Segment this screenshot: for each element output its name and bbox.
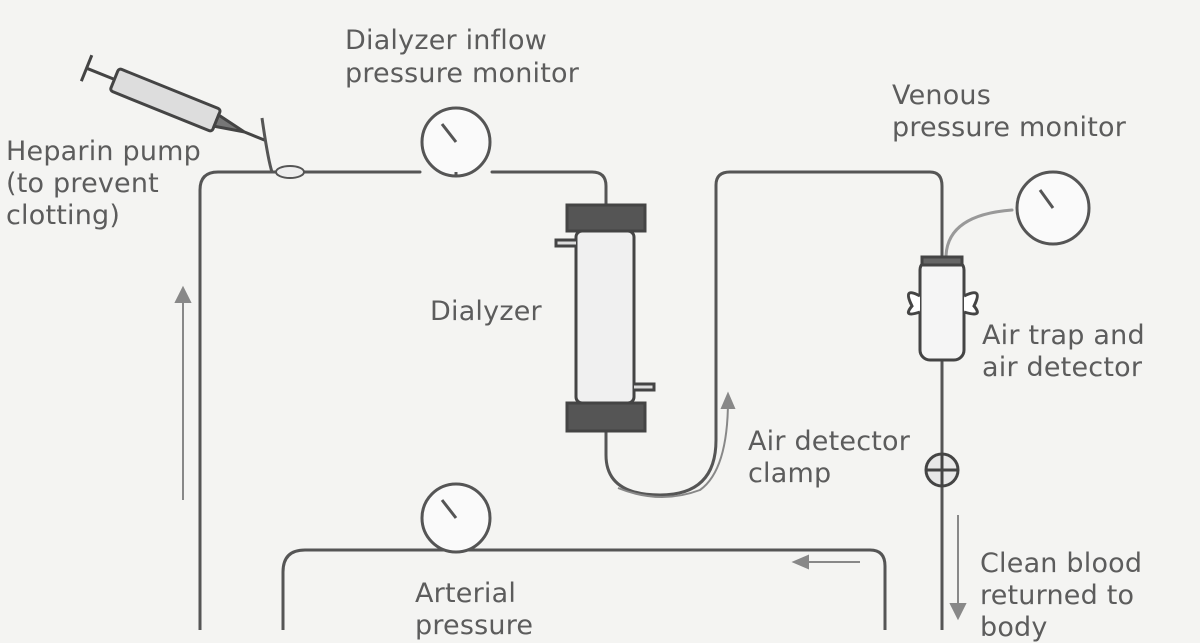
label-air-detector-clamp-2: clamp	[748, 458, 832, 489]
label-dialyzer-inflow-2: pressure monitor	[345, 58, 580, 89]
blood-line-arterial	[281, 548, 887, 630]
label-heparin-2: (to prevent	[6, 168, 159, 199]
air-trap-icon	[906, 255, 979, 362]
label-air-trap-1: Air trap and	[982, 320, 1145, 351]
air-detector-clamp-icon	[924, 452, 960, 488]
label-dialyzer-inflow-1: Dialyzer inflow	[345, 25, 548, 56]
dialyzer-icon	[554, 203, 656, 433]
label-dialyzer: Dialyzer	[430, 296, 542, 327]
heparin-syringe-icon	[79, 54, 266, 142]
label-heparin-3: clotting)	[6, 200, 121, 231]
label-clean-blood-3: body	[980, 612, 1048, 643]
label-air-detector-clamp-1: Air detector	[748, 426, 911, 457]
venous-pressure-gauge-icon	[1015, 170, 1091, 246]
blood-line-dialyzer-out	[604, 170, 944, 497]
blood-line-to-dialyzer	[490, 170, 608, 207]
label-venous-1: Venous	[892, 80, 991, 111]
blood-line-left	[198, 170, 422, 630]
heparin-injection-port	[275, 165, 305, 179]
dialyzer-inflow-gauge-icon	[420, 106, 492, 178]
label-clean-blood-1: Clean blood	[980, 548, 1143, 579]
label-arterial-2: pressure	[415, 610, 534, 641]
label-arterial-1: Arterial	[415, 578, 517, 609]
label-clean-blood-2: returned to	[980, 580, 1135, 611]
label-venous-2: pressure monitor	[892, 112, 1127, 143]
venous-monitor-connector	[944, 208, 1014, 260]
arterial-pressure-gauge-icon	[420, 482, 492, 554]
label-air-trap-2: air detector	[982, 352, 1143, 383]
flow-arrow-dialyzer-loop	[617, 399, 729, 498]
label-heparin-1: Heparin pump	[6, 136, 201, 167]
hemodialysis-circuit-diagram	[79, 54, 1091, 630]
